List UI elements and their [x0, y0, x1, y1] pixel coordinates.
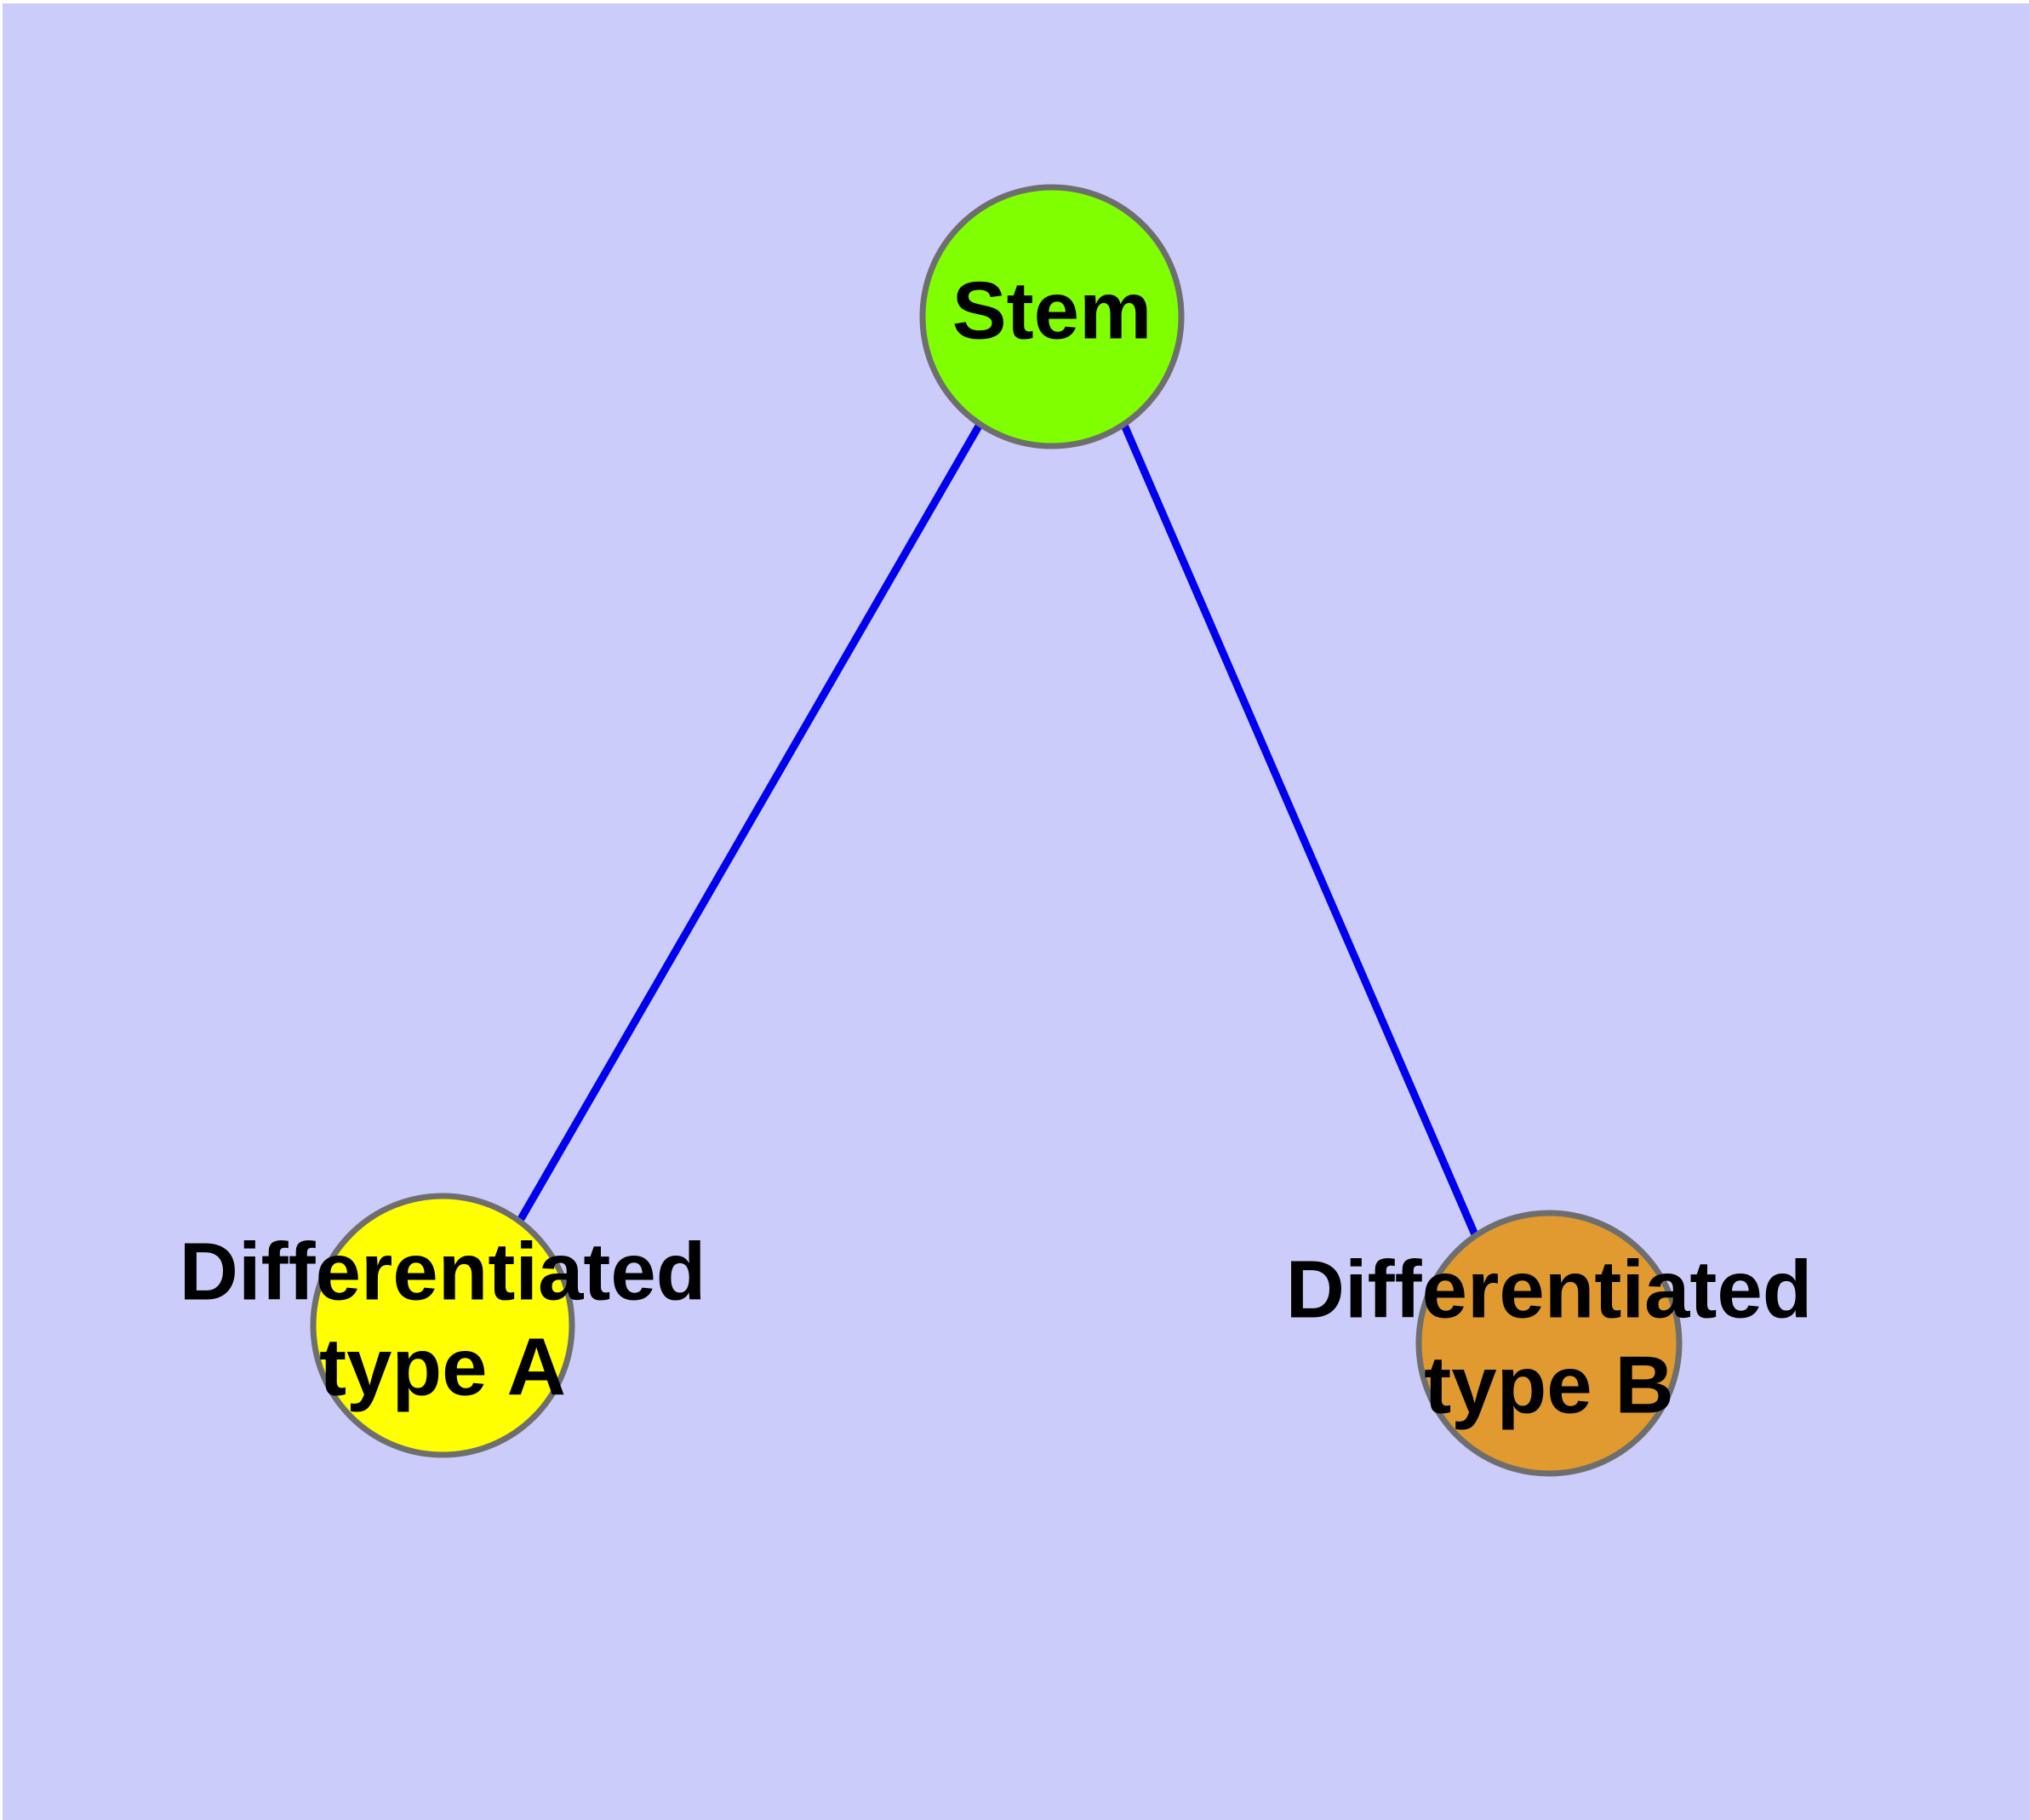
node-diff-b-label-line-2: type B — [1424, 1339, 1673, 1430]
node-stem-label: Stem — [952, 265, 1152, 356]
node-diff-a-label-line-2: type A — [319, 1321, 566, 1412]
node-diff-b-label-line-1: Differentiated — [1286, 1244, 1813, 1335]
node-diff-a[interactable]: Differentiated type A — [180, 1193, 706, 1458]
edge-stem-to-diff-b[interactable] — [1119, 421, 1481, 1240]
node-diff-b-circle[interactable] — [1415, 1210, 1683, 1477]
node-diff-a-circle[interactable] — [310, 1193, 575, 1458]
node-stem[interactable]: Stem — [919, 184, 1185, 449]
edge-group — [517, 421, 1481, 1240]
node-diff-a-label-line-1: Differentiated — [180, 1226, 706, 1317]
node-diff-b[interactable]: Differentiated type B — [1286, 1210, 1813, 1477]
node-stem-circle[interactable] — [919, 184, 1185, 449]
edge-stem-to-diff-a[interactable] — [517, 421, 984, 1222]
